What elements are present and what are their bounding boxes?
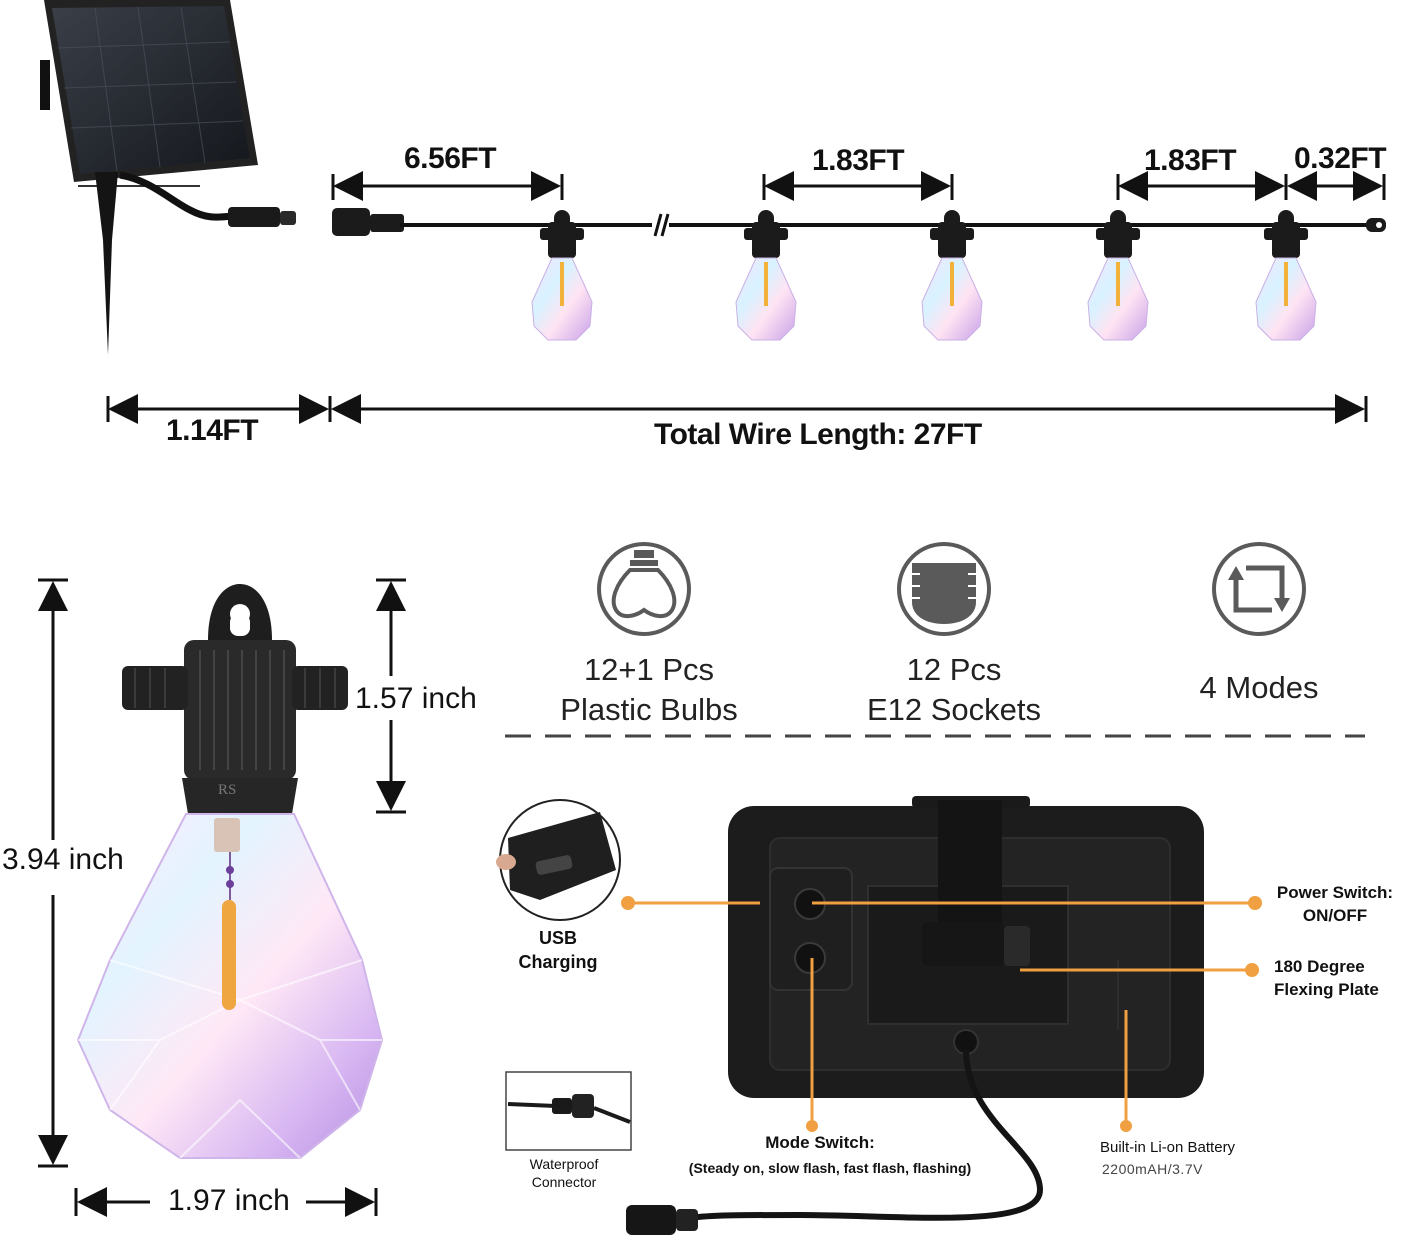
feature-bulbs-line1: 12+1 Pcs: [583, 652, 715, 687]
bulb-icon: [597, 542, 691, 636]
power-switch-label: Power Switch: ON/OFF: [1276, 883, 1394, 925]
callout-dots: [621, 896, 1262, 1132]
battery-spec-label: 2200mAH/3.7V: [1102, 1161, 1203, 1177]
dimension-lines-bulb: [38, 578, 406, 1217]
feature-bulbs: 12+1 Pcs Plastic Bulbs: [524, 650, 774, 729]
spacing-label-a: 1.83FT: [812, 144, 905, 177]
bulb-width-label: 1.97 inch: [168, 1184, 290, 1217]
callout-lines: [628, 901, 1255, 1124]
waterproof-connector-inset: [505, 1071, 632, 1151]
total-wire-length-label: Total Wire Length: 27FT: [654, 418, 982, 451]
mode-list-label: (Steady on, slow flash, fast flash, flas…: [688, 1160, 972, 1176]
mode-switch-label: Mode Switch:: [765, 1133, 875, 1152]
panel-back: [626, 796, 1204, 1235]
dimension-lines-top: [106, 171, 1386, 424]
waterproof-connector-label: Waterproof Connector: [529, 1156, 599, 1191]
feature-sockets: 12 Pcs E12 Sockets: [824, 650, 1084, 729]
feature-bulbs-line2: Plastic Bulbs: [560, 691, 738, 727]
flex-plate-label: 180 Degree Flexing Plate: [1274, 957, 1379, 999]
usb-charging-label: USB Charging: [518, 928, 598, 973]
solar-panel: [40, 0, 296, 355]
bulb-closeup: [76, 584, 384, 1159]
lead-length-label: 6.56FT: [404, 142, 497, 175]
stake-width-label: 1.14FT: [166, 414, 259, 447]
feature-modes-line1: 4 Modes: [1199, 670, 1319, 705]
bulb-height-label: 3.94 inch: [2, 843, 124, 876]
string-wire: [332, 208, 1386, 237]
socket-height-label: 1.57 inch: [355, 682, 477, 715]
socket-icon: [897, 542, 991, 636]
string-bulbs: [531, 210, 1317, 341]
feature-sockets-line1: 12 Pcs: [906, 652, 1002, 687]
battery-label: Built-in Li-on Battery: [1100, 1139, 1236, 1156]
end-length-label: 0.32FT: [1294, 142, 1387, 175]
socket-mark: RS: [218, 782, 237, 798]
modes-icon: [1212, 542, 1306, 636]
usb-inset: [496, 799, 621, 921]
feature-sockets-line2: E12 Sockets: [866, 691, 1042, 727]
feature-modes: 4 Modes: [1134, 668, 1384, 708]
spacing-label-b: 1.83FT: [1144, 144, 1237, 177]
